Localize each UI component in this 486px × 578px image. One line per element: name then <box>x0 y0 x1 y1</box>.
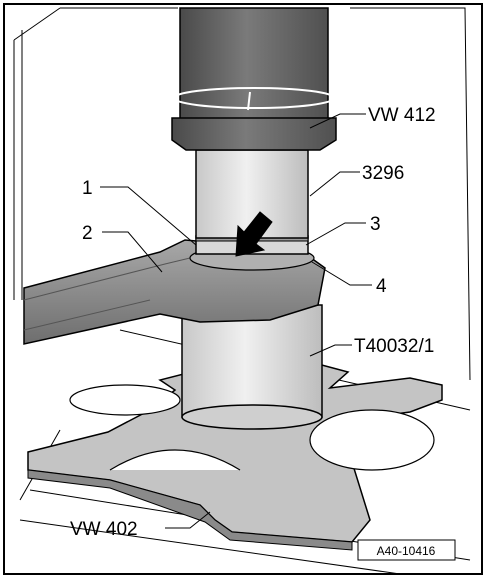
callout-vw402: VW 402 <box>70 519 138 540</box>
callout-4: 4 <box>376 276 387 297</box>
callout-t40032: T40032/1 <box>354 336 434 357</box>
callout-3: 3 <box>370 214 381 235</box>
leader-lines <box>100 113 372 529</box>
callout-1: 1 <box>82 178 93 199</box>
press-tool-vw412 <box>171 7 337 151</box>
base-plate-vw402 <box>27 363 443 551</box>
reference-code: A40-10416 <box>377 544 436 558</box>
reference-box: A40-10416 <box>357 539 456 561</box>
callout-3296: 3296 <box>362 163 404 184</box>
cylinder-t40032 <box>181 304 323 430</box>
callout-vw412: VW 412 <box>368 105 436 126</box>
callout-2: 2 <box>82 223 93 244</box>
arrow-indicator-icon <box>235 211 273 257</box>
